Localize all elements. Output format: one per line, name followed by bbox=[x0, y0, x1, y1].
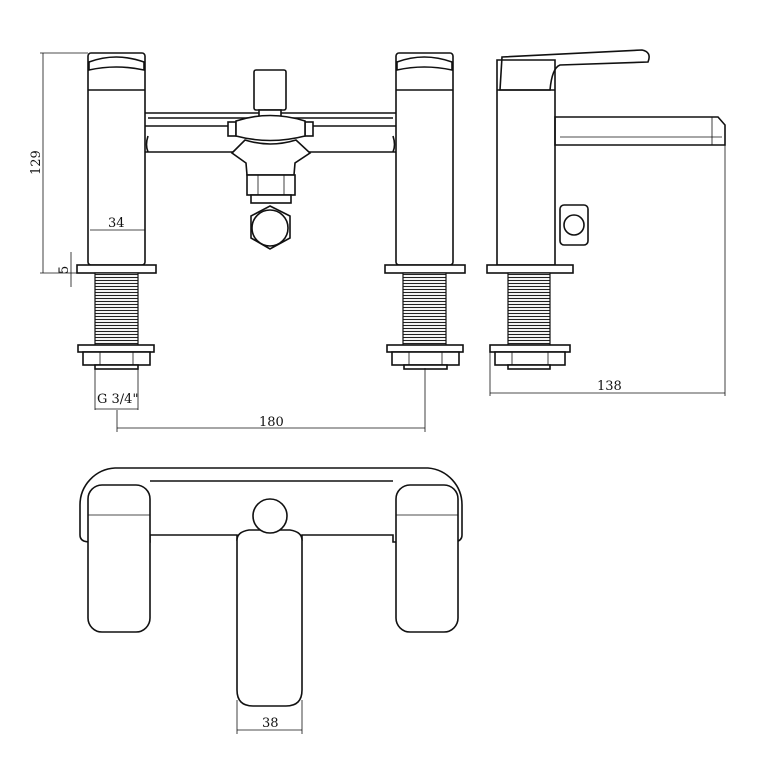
dim-centres: 180 bbox=[259, 415, 284, 430]
dim-depth: 138 bbox=[597, 379, 622, 394]
dim-height: 129 bbox=[29, 150, 44, 175]
dim-spout-width: 38 bbox=[262, 716, 279, 731]
front-view bbox=[76, 52, 466, 370]
dim-thread: G 3/4" bbox=[97, 392, 138, 407]
left-pillar bbox=[76, 52, 157, 370]
dim-plate-thickness: 5 bbox=[57, 266, 72, 274]
side-view bbox=[486, 49, 726, 370]
diverter bbox=[227, 69, 314, 250]
right-pillar bbox=[384, 52, 466, 370]
dimensions: 129 34 5 G 3/4" 180 138 38 bbox=[29, 52, 726, 734]
dim-pillar-width: 34 bbox=[108, 216, 125, 231]
top-view bbox=[79, 467, 463, 707]
